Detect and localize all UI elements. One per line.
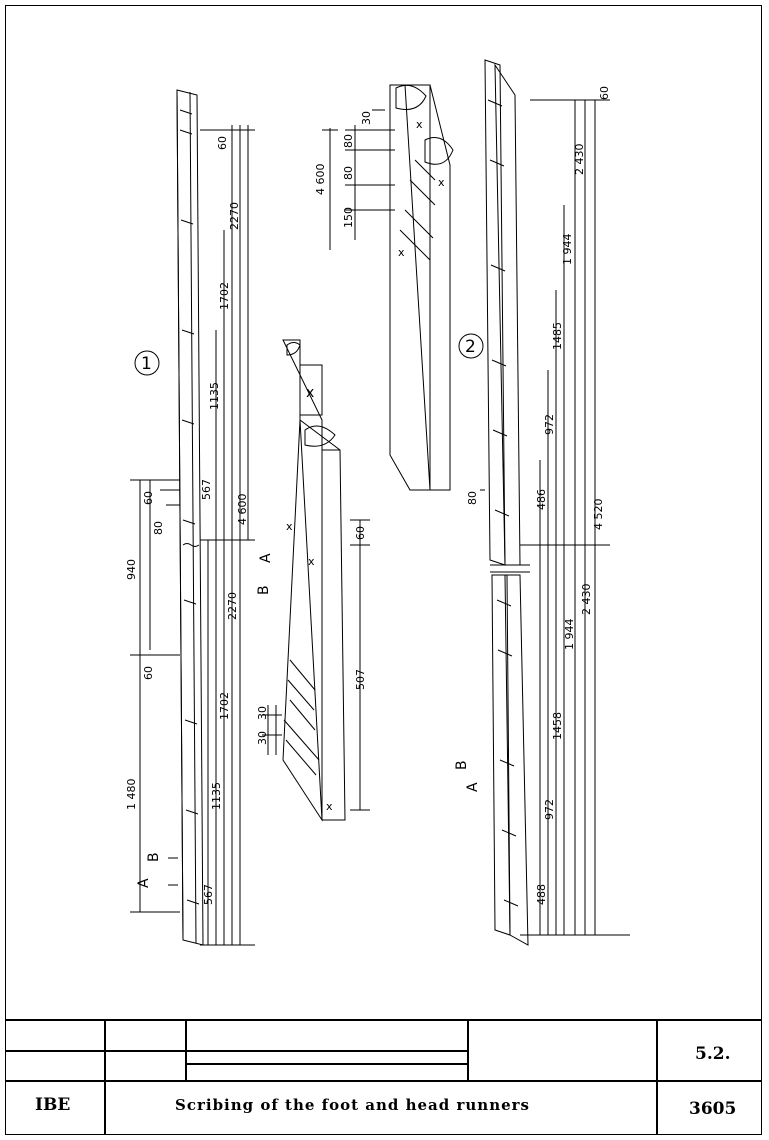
view2-dim-972b: 972 — [543, 414, 556, 435]
view1-dim-940: 940 — [125, 559, 138, 580]
view1-dim-lines — [200, 125, 255, 946]
view2-dim-1944a: 1 944 — [563, 619, 576, 651]
view1-dim-1135b: 1135 — [208, 382, 221, 410]
end-detail — [322, 84, 454, 491]
view1-number-circle — [134, 350, 160, 376]
view1-dim-1702b: 1702 — [218, 282, 231, 310]
title-block: IBE Scribing of the foot and head runner… — [5, 1019, 762, 1135]
runner-mark-1: x — [306, 385, 314, 401]
runner-dim-30a: 30 — [256, 731, 269, 745]
view1-label-b: B — [146, 852, 162, 862]
view2-label-a: A — [465, 782, 481, 792]
end-dim-30: 30 — [360, 111, 373, 125]
view2-dim-1458: 1458 — [551, 712, 564, 740]
view2-dim-2430a: 2 430 — [580, 584, 593, 616]
runner-label-a: A — [258, 553, 274, 563]
end-dim-4600: 4 600 — [314, 164, 327, 196]
runner-dim-60: 60 — [354, 526, 367, 540]
view2-dim-1485: 1485 — [551, 322, 564, 350]
view1-dim-lines-top — [130, 479, 180, 913]
view1-dim-1135a: 1135 — [210, 782, 223, 810]
view2-label-b: B — [454, 760, 470, 770]
view1-dim-1702a: 1702 — [218, 692, 231, 720]
end-mark-1: x — [416, 118, 423, 131]
view2-dim-2430b: 2 430 — [573, 144, 586, 176]
view1-dim-4600: 4 600 — [236, 494, 249, 526]
view1-dim-2270b: 2270 — [228, 202, 241, 230]
runner-dim-30b: 30 — [256, 706, 269, 720]
view2-number-circle — [458, 333, 484, 359]
sheet-number: 3605 — [689, 1099, 737, 1119]
view2-dim-lines — [480, 99, 630, 936]
view1-dim-80a: 80 — [152, 521, 165, 535]
runner-label-b: B — [256, 585, 272, 595]
end-mark-3: x — [398, 246, 405, 259]
end-dim-80b: 80 — [342, 134, 355, 148]
view1-dim-60b: 60 — [142, 491, 155, 505]
org-name: IBE — [35, 1095, 71, 1115]
view2-dim-60: 60 — [598, 86, 611, 100]
view1-dim-1480: 1 480 — [125, 779, 138, 811]
view1-number: 1 — [141, 354, 152, 374]
view1-beam — [176, 89, 204, 946]
view1-dim-2270a: 2270 — [226, 592, 239, 620]
runner-mark-2: x — [286, 520, 293, 533]
section-number: 5.2. — [695, 1044, 731, 1064]
view2-dim-486: 486 — [535, 489, 548, 510]
view1-dim-60a: 60 — [142, 666, 155, 680]
view1-dim-567b: 567 — [200, 479, 213, 500]
view2-dim-488: 488 — [535, 884, 548, 905]
drawing-sheet — [5, 5, 762, 1135]
drawing-title: Scribing of the foot and head runners — [175, 1096, 530, 1114]
view2-beam — [484, 59, 530, 946]
view2-number: 2 — [465, 337, 476, 357]
end-dim-80a: 80 — [342, 166, 355, 180]
view1-dim-60c: 60 — [216, 136, 229, 150]
view1-dim-567a: 567 — [202, 884, 215, 905]
view2-dim-4520: 4 520 — [592, 499, 605, 531]
end-mark-2: x — [438, 176, 445, 189]
view2-dim-1944b: 1 944 — [561, 234, 574, 266]
end-dim-150: 150 — [342, 207, 355, 228]
runner-mark-4: x — [326, 800, 333, 813]
runner-mark-3: x — [308, 555, 315, 568]
runner-detail — [262, 339, 370, 822]
view2-dim-80: 80 — [466, 491, 479, 505]
runner-dim-507: 507 — [354, 669, 367, 690]
view1-label-a: A — [136, 878, 152, 888]
view2-dim-972a: 972 — [543, 799, 556, 820]
